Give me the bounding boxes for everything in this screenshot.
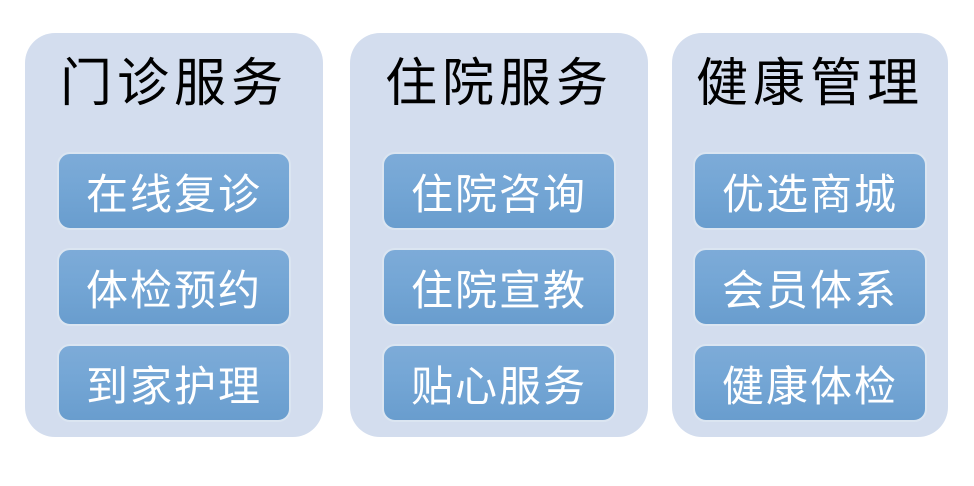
panel-item-list: 住院咨询 住院宣教 贴心服务 [382, 152, 616, 422]
item-health-checkup: 健康体检 [693, 344, 927, 422]
item-checkup-booking: 体检预约 [57, 248, 291, 326]
panel-title-health: 健康管理 [695, 54, 924, 114]
panel-item-list: 优选商城 会员体系 健康体检 [693, 152, 927, 422]
item-membership-system: 会员体系 [693, 248, 927, 326]
panel-inpatient-services: 住院服务 住院咨询 住院宣教 贴心服务 [350, 33, 648, 437]
panel-title-outpatient: 门诊服务 [59, 54, 288, 114]
item-home-nursing: 到家护理 [57, 344, 291, 422]
item-inpatient-consultation: 住院咨询 [382, 152, 616, 230]
panel-health-management: 健康管理 优选商城 会员体系 健康体检 [672, 33, 948, 437]
item-online-followup: 在线复诊 [57, 152, 291, 230]
panel-item-list: 在线复诊 体检预约 到家护理 [57, 152, 291, 422]
item-caring-service: 贴心服务 [382, 344, 616, 422]
panel-outpatient-services: 门诊服务 在线复诊 体检预约 到家护理 [25, 33, 323, 437]
item-inpatient-education: 住院宣教 [382, 248, 616, 326]
panel-title-inpatient: 住院服务 [384, 54, 613, 114]
item-preferred-mall: 优选商城 [693, 152, 927, 230]
